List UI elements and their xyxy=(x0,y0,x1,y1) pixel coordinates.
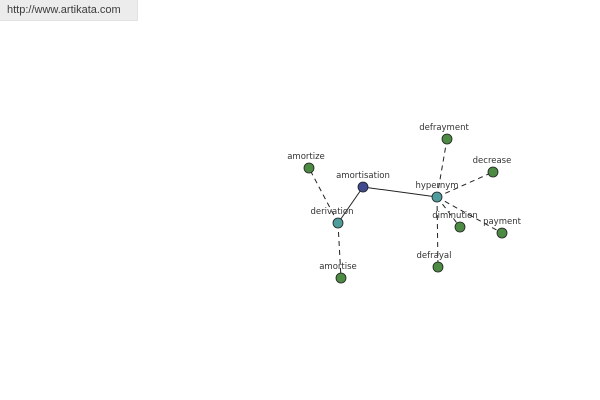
node-label-payment[interactable]: payment xyxy=(483,217,522,227)
edge-hypernym-defrayal xyxy=(436,196,439,268)
url-watermark-link[interactable]: http://www.artikata.com xyxy=(7,4,121,16)
node-label-defrayal[interactable]: defrayal xyxy=(417,251,452,261)
node-decrease[interactable] xyxy=(487,166,499,178)
node-defrayment[interactable] xyxy=(441,133,453,145)
edges-layer xyxy=(308,138,503,279)
node-hypernym[interactable] xyxy=(431,191,443,203)
node-amortisation[interactable] xyxy=(357,181,369,193)
edge-derivation-amortise xyxy=(337,222,342,279)
edge-amortisation-hypernym xyxy=(362,186,438,198)
labels-layer: amortisation derivation hypernym amortize am… xyxy=(287,123,521,272)
edge-derivation-amortize xyxy=(308,167,339,224)
edge-hypernym-diminution xyxy=(436,196,461,228)
node-defrayal[interactable] xyxy=(432,261,444,273)
node-diminution[interactable] xyxy=(454,221,466,233)
node-label-amortise[interactable]: amortise xyxy=(319,262,357,272)
node-label-amortisation[interactable]: amortisation xyxy=(336,171,390,181)
node-amortise[interactable] xyxy=(335,272,347,284)
node-label-decrease[interactable]: decrease xyxy=(473,156,512,166)
node-payment[interactable] xyxy=(496,227,508,239)
edge-hypernym-payment xyxy=(436,196,503,234)
edge-hypernym-defrayment xyxy=(436,138,448,198)
node-amortize[interactable] xyxy=(303,162,315,174)
node-derivation[interactable] xyxy=(332,217,344,229)
node-label-amortize[interactable]: amortize xyxy=(287,152,325,162)
node-label-derivation[interactable]: derivation xyxy=(310,207,353,217)
nodes-layer xyxy=(303,133,508,284)
edge-hypernym-decrease xyxy=(436,171,494,198)
edge-amortisation-derivation xyxy=(337,186,364,224)
node-label-defrayment[interactable]: defrayment xyxy=(419,123,469,133)
url-watermark-bar: http://www.artikata.com xyxy=(0,0,138,21)
node-label-hypernym[interactable]: hypernym xyxy=(415,181,458,191)
node-label-diminution[interactable]: diminution xyxy=(432,211,477,221)
